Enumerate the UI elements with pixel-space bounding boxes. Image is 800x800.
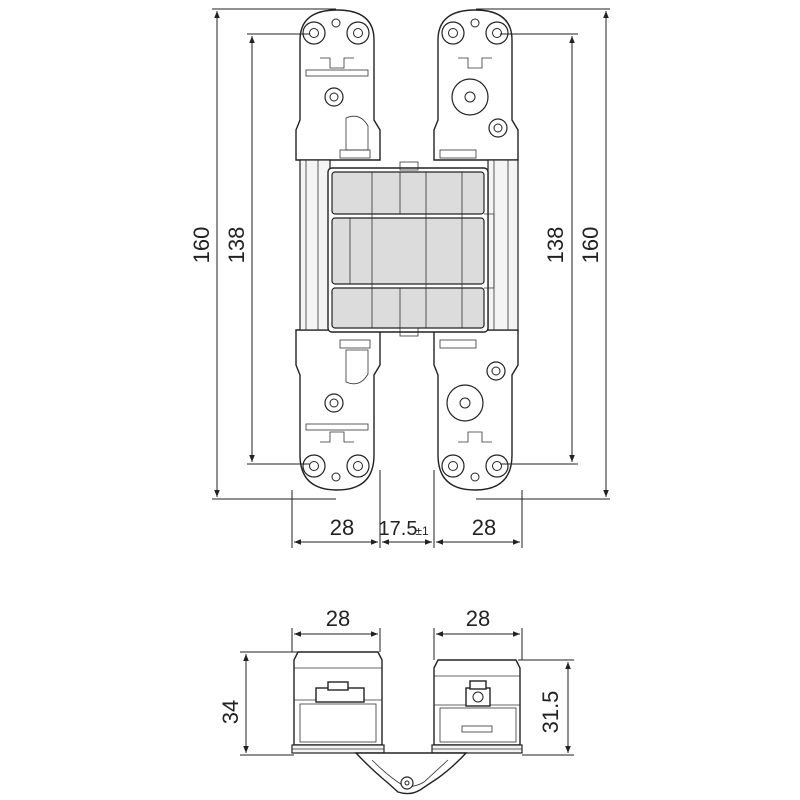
dim-28-top-left: 28	[326, 606, 350, 631]
dim-138-right: 138	[543, 227, 568, 264]
link-arm-top	[354, 752, 468, 795]
left-body-top	[291, 651, 385, 754]
hinge-knuckle	[327, 161, 495, 337]
dim-160-right: 160	[578, 227, 603, 264]
dim-28-right: 28	[472, 515, 496, 540]
dim-160-left: 160	[189, 227, 214, 264]
dim-gap-tolerance: ±1	[415, 524, 429, 538]
front-view: 160 138 138 160 28 17.5 ±1 28	[189, 8, 610, 548]
dim-28-left: 28	[330, 515, 354, 540]
dim-28-top-right: 28	[466, 606, 490, 631]
top-view: 28 28 34 31.5	[218, 606, 574, 795]
dim-gap: 17.5	[379, 518, 418, 540]
dim-34: 34	[218, 700, 243, 724]
right-body-top	[431, 659, 523, 754]
left-leaf	[295, 9, 381, 491]
dim-138-left: 138	[224, 227, 249, 264]
right-leaf	[433, 9, 519, 491]
dim-31-5: 31.5	[538, 691, 563, 734]
